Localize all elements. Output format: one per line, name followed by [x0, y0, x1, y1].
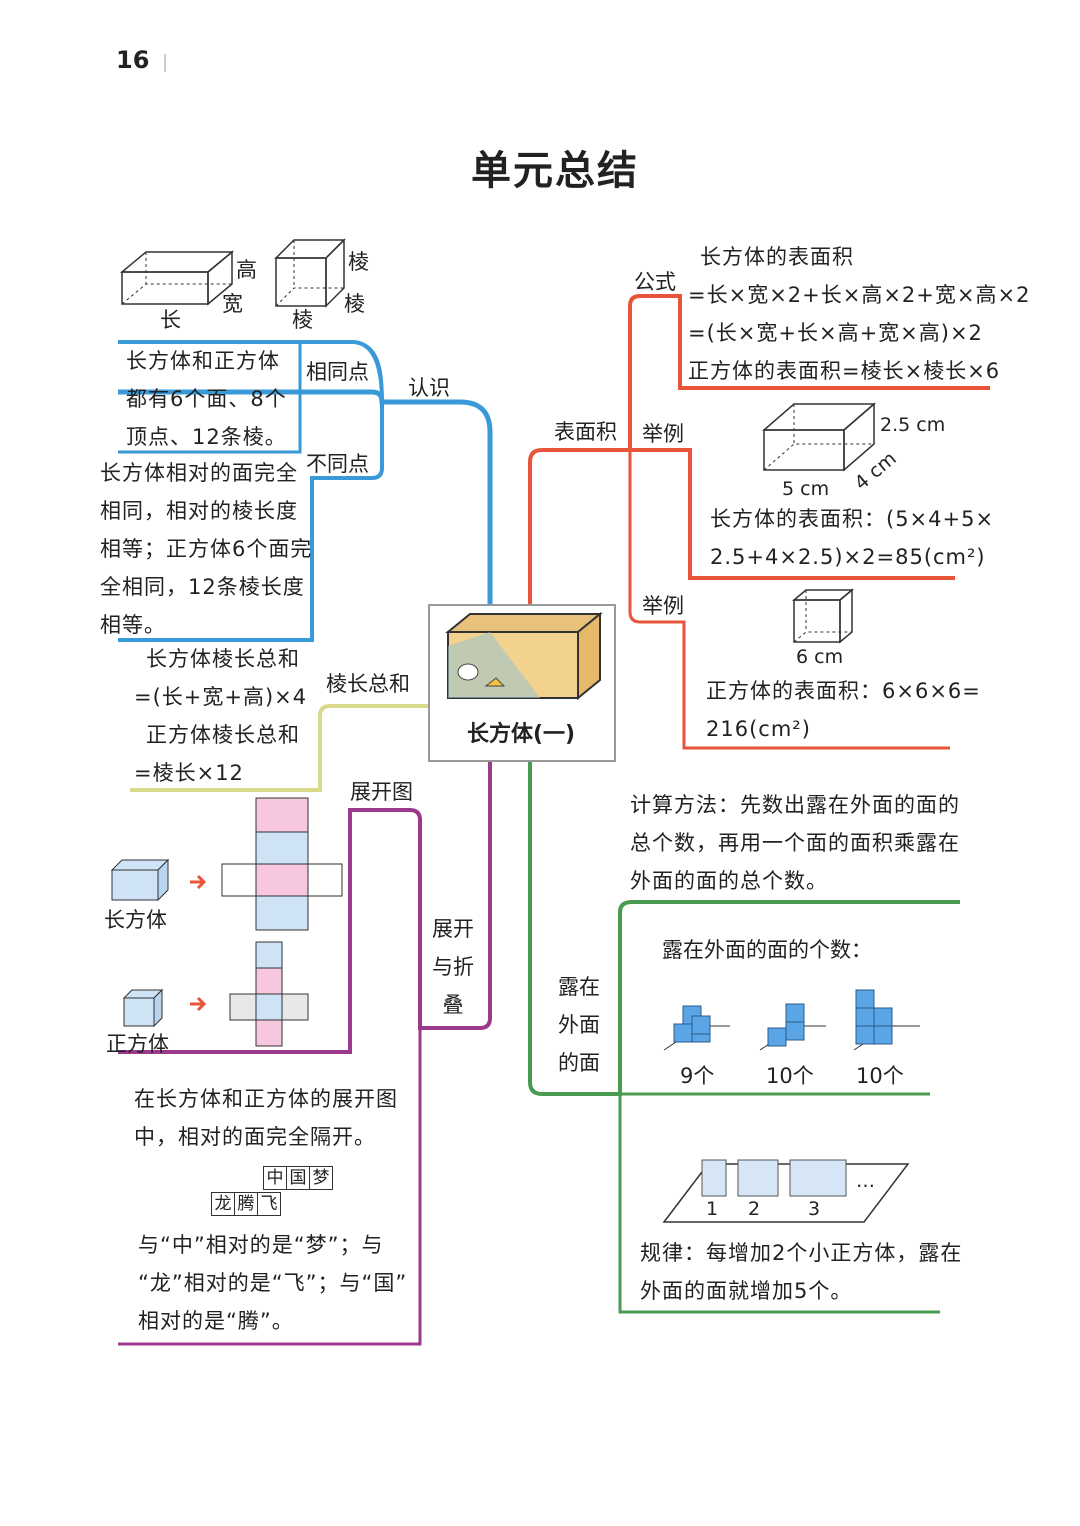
exposed-sequence — [662, 1159, 910, 1223]
branch-label-exposed: 露在 外面 的面 — [558, 975, 600, 1075]
net-rule-text: 在长方体和正方体的展开图 中，相对的面完全隔开。 — [134, 1087, 398, 1149]
cuboid-diagram — [119, 250, 235, 306]
example2-dim: 6 cm — [796, 646, 844, 668]
seq-label-1: 1 — [706, 1198, 719, 1220]
branch-line-edge-sum — [130, 704, 428, 792]
seq-label-ellipsis: … — [856, 1170, 875, 1192]
exposed-pattern-text: 规律：每增加2个小正方体，露在 外面的面就增加5个。 — [640, 1241, 963, 1303]
net-answer-text: 与“中”相对的是“梦”；与 “龙”相对的是“飞”；与“国” 相对的是“腾”。 — [138, 1233, 408, 1333]
label-edge-3: 棱 — [292, 308, 313, 332]
branch-label-recognition: 认识 — [408, 376, 450, 400]
exposed-cube-stacks — [663, 989, 920, 1051]
seq-label-2: 2 — [748, 1198, 761, 1220]
net-cuboid-label: 长方体 — [104, 908, 167, 932]
stack-2 — [759, 1003, 826, 1051]
edge-sum-text: 长方体棱长总和 =(长+宽+高)×4 正方体棱长总和 =棱长×12 — [134, 647, 308, 785]
branch-label-surface: 表面积 — [554, 420, 617, 444]
example2-text: 正方体的表面积：6×6×6= 216(cm²) — [706, 679, 981, 741]
branch-line-formula — [628, 294, 990, 450]
net-diagrams — [110, 797, 343, 1047]
label-edge-1: 棱 — [348, 250, 369, 274]
cube-diagram — [274, 238, 346, 308]
stack-3 — [853, 989, 920, 1051]
branch-line-net-rule — [118, 1028, 422, 1346]
exposed-method-text: 计算方法：先数出露在外面的面的 总个数，再用一个面的面积乘露在 外面的面的总个数… — [630, 793, 960, 893]
count-3: 10个 — [856, 1064, 904, 1088]
word-net-top: 中国梦 — [263, 1166, 333, 1190]
page-number: 16 — [116, 46, 150, 74]
page-title: 单元总结 — [471, 148, 639, 194]
page-number-divider — [164, 54, 166, 72]
example-label-2: 举例 — [642, 594, 684, 618]
exposed-count-title: 露在外面的面的个数： — [662, 938, 872, 962]
center-node — [428, 604, 616, 762]
cube-net — [122, 941, 309, 1047]
formula-label: 公式 — [634, 270, 676, 294]
branch-line-diff — [118, 402, 384, 642]
example1-height: 2.5 cm — [880, 414, 946, 436]
branch-line-exposed-pattern — [618, 1094, 940, 1314]
word-net-bottom: 龙腾飞 — [211, 1192, 281, 1216]
label-height: 高 — [236, 258, 257, 282]
branch-line-surface — [528, 448, 955, 604]
branch-line-same — [118, 340, 384, 454]
diff-points-label: 不同点 — [306, 452, 369, 476]
example1-text: 长方体的表面积：(5×4+5× 2.5+4×2.5)×2=85(cm²) — [710, 507, 995, 569]
cuboid-net — [110, 797, 343, 931]
formula-text: 长方体的表面积 =长×宽×2+长×高×2+宽×高×2 =(长×宽+长×高+宽×高… — [688, 245, 1031, 383]
label-length: 长 — [160, 308, 181, 332]
recognition-diagram — [119, 238, 346, 308]
center-label: 长方体(一) — [466, 722, 576, 747]
label-edge-2: 棱 — [344, 292, 365, 316]
branch-line-example2 — [628, 450, 950, 750]
net-sub-label: 展开图 — [350, 780, 413, 804]
seq-label-3: 3 — [808, 1198, 821, 1220]
example-label-1: 举例 — [642, 422, 684, 446]
example1-cuboid — [761, 402, 877, 472]
diff-points-text: 长方体相对的面完全 相同，相对的棱长度 相等；正方体6个面完 全相同，12条棱长… — [100, 461, 313, 637]
stack-1 — [663, 1005, 730, 1051]
branch-label-net: 展开 与折 叠 — [432, 917, 474, 1017]
cuboid-illustration — [445, 611, 603, 701]
branch-line-recognition — [118, 389, 493, 604]
branch-line-net — [118, 758, 492, 1054]
branch-label-edge-sum: 棱长总和 — [326, 672, 410, 696]
count-1: 9个 — [680, 1064, 715, 1088]
example1-length: 5 cm — [782, 478, 830, 500]
label-width: 宽 — [222, 292, 243, 316]
example2-cube — [791, 588, 855, 644]
same-points-text: 长方体和正方体 都有6个面、8个 顶点、12条棱。 — [126, 349, 287, 449]
same-points-label: 相同点 — [306, 360, 369, 384]
count-2: 10个 — [766, 1064, 814, 1088]
net-cube-label: 正方体 — [106, 1032, 169, 1056]
